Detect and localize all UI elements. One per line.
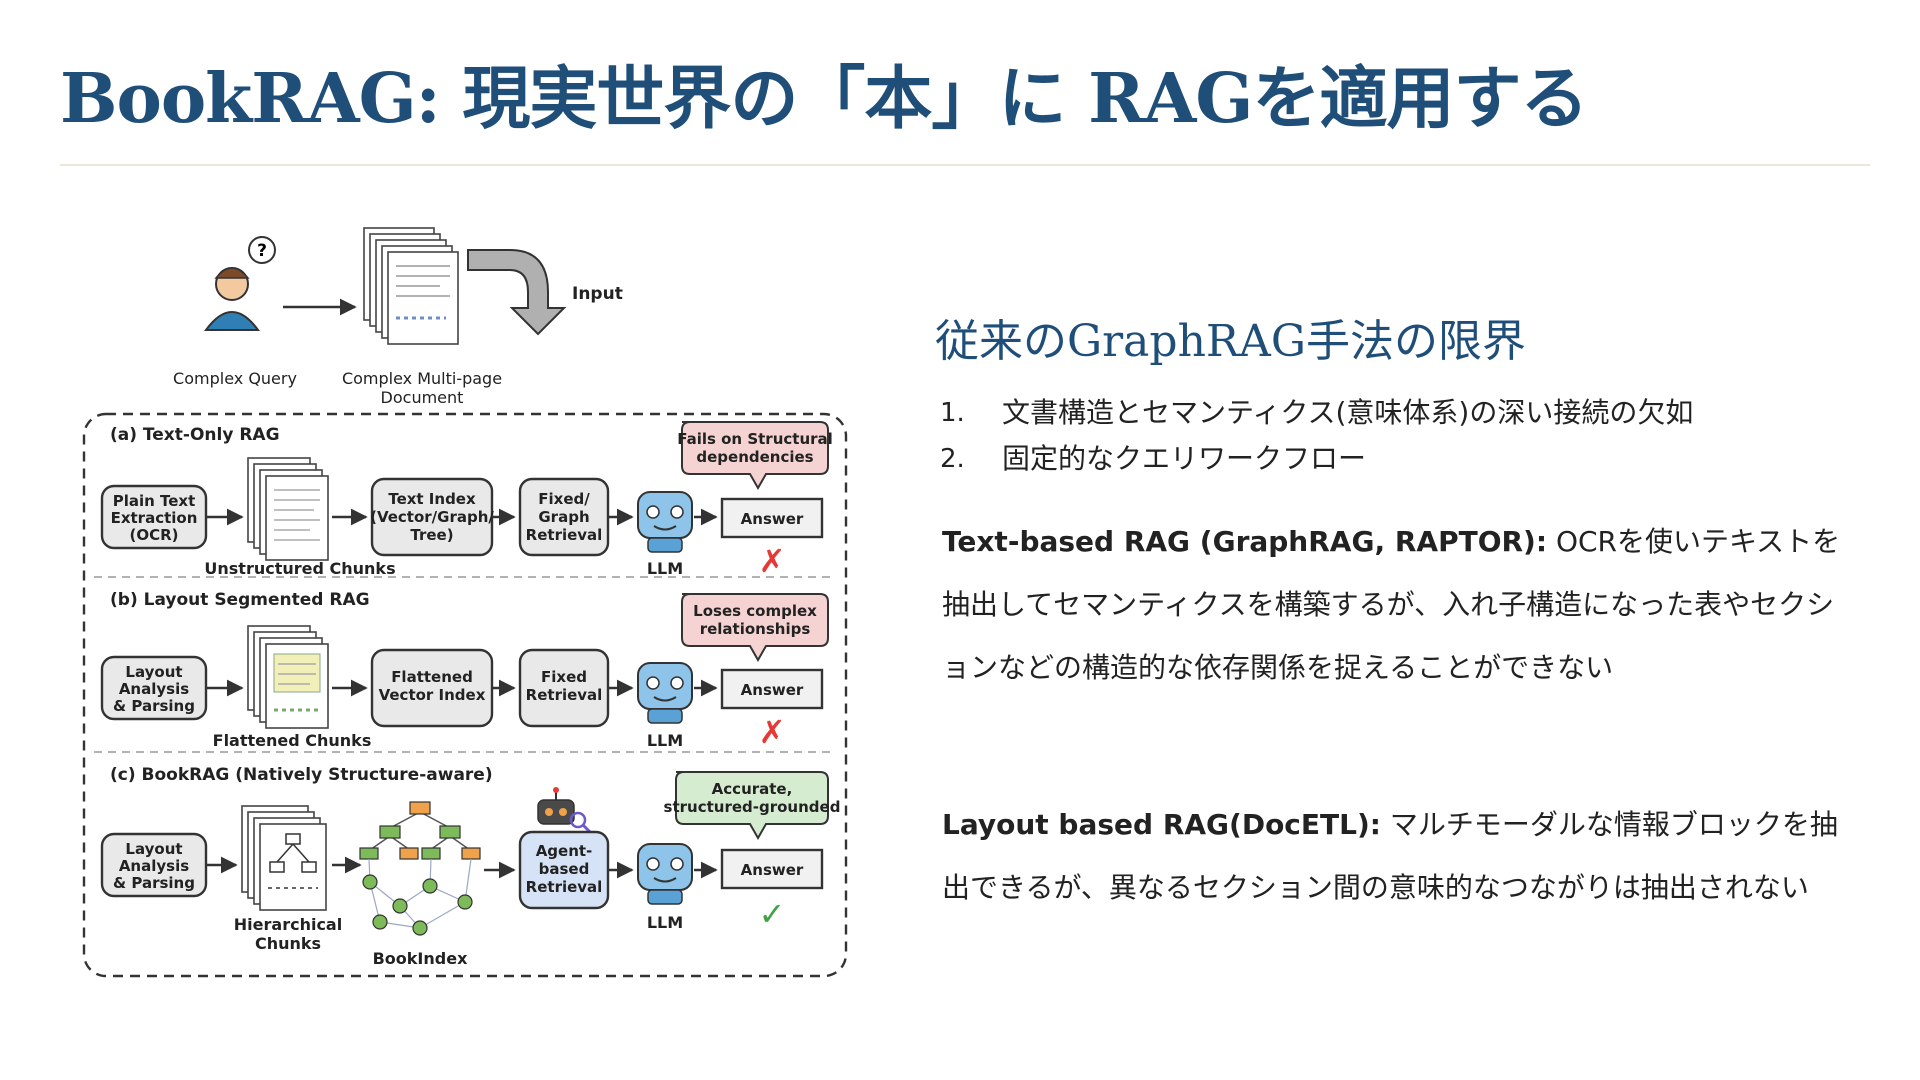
panel-c-bookrag: (c) BookRAG (Natively Structure-aware) L… [100,765,841,968]
panel-c-bubble-line2: structured-grounded [664,798,841,816]
panel-a-step3-line2: Graph [538,508,589,526]
panel-b-step3-line2: Retrieval [526,686,603,704]
panel-b-title: (b) Layout Segmented RAG [110,590,370,610]
panel-c-answer-label: Answer [741,861,804,879]
panel-c-title: (c) BookRAG (Natively Structure-aware) [110,765,493,785]
panel-c-step1-line3: & Parsing [113,874,195,892]
bookindex-tree-icon [359,801,481,936]
panel-a-step2-line3: Tree) [410,526,453,544]
layout-based-rag-lead: Layout based RAG(DocETL): [942,808,1381,841]
query-label: Complex Query [173,369,297,388]
panel-a-step1-line3: (OCR) [129,526,178,544]
layout-based-rag-body: マルチモーダルな情報ブロックを抽出できるが、異なるセクション間の意味的なつながり… [942,808,1838,904]
input-arrow [467,249,567,336]
document-label-2: Document [381,388,464,407]
person-query-icon: ? [204,236,276,331]
list-item-number: 1. [940,398,965,428]
pipelines-frame [82,412,848,978]
panel-b-step1-line1: Layout [125,663,182,681]
panel-c-step3-line1: Agent- [536,842,593,860]
list-item: 2. 固定的なクエリワークフロー [940,436,1840,482]
fail-cross-icon: ✗ [759,542,786,580]
unstructured-chunks-label: Unstructured Chunks [204,559,395,578]
panel-c-llm-label: LLM [647,913,683,932]
panel-c-answer-box [720,848,824,890]
panel-b-fail-bubble [681,593,829,663]
panel-a-llm-label: LLM [647,559,683,578]
panel-a-step1-line2: Extraction [111,509,198,527]
text-based-rag-body: OCRを使いテキストを抽出してセマンティクスを構築するが、入れ子構造になった表や… [942,525,1841,684]
panel-a-step1-line1: Plain Text [113,492,196,510]
bookrag-diagram: ? Complex Query Complex Multi-page Docum… [82,227,848,978]
list-item-number: 2. [940,444,965,474]
panel-a-answer-box [720,497,824,539]
panel-b-step2-line2: Vector Index [379,686,486,704]
flattened-chunks-label: Flattened Chunks [213,731,372,750]
panel-c-success-bubble [675,771,829,841]
panel-b-bubble-line1: Loses complex [693,602,817,620]
title-divider [60,164,1870,166]
slide-title: BookRAG: 現実世界の「本」に RAGを適用する [60,59,1588,139]
panel-b-step3-line1: Fixed [541,668,587,686]
list-item-text: 固定的なクエリワークフロー [1002,442,1367,475]
limitations-list: 1. 文書構造とセマンティクス(意味体系)の深い接続の欠如 2. 固定的なクエリ… [940,390,1840,482]
bookindex-label: BookIndex [373,949,468,968]
hierarchical-chunks-label-1: Hierarchical [234,915,342,934]
list-item: 1. 文書構造とセマンティクス(意味体系)の深い接続の欠如 [940,390,1840,436]
panel-c-step3-line2: based [539,860,590,878]
section-title: 従来のGraphRAG手法の限界 [935,316,1526,367]
llm-robot-icon [637,491,693,553]
flattened-chunks-icon [247,625,329,729]
list-item-text: 文書構造とセマンティクス(意味体系)の深い接続の欠如 [1002,396,1694,429]
panel-a-fail-bubble [681,421,829,491]
text-based-rag-lead: Text-based RAG (GraphRAG, RAPTOR): [942,525,1548,558]
panel-b-bubble-line2: relationships [700,620,811,638]
panel-b-step1-line2: Analysis [119,680,189,698]
panel-b-answer-label: Answer [741,681,804,699]
hierarchical-chunks-label-2: Chunks [255,934,321,953]
success-check-icon: ✓ [759,895,786,933]
panel-b-step1-line3: & Parsing [113,697,195,715]
llm-robot-icon [637,662,693,724]
panel-a-step2-line1: Text Index [388,490,476,508]
text-based-rag-paragraph: Text-based RAG (GraphRAG, RAPTOR): OCRを使… [942,510,1862,699]
panel-c-bubble-line1: Accurate, [712,780,793,798]
panel-b-llm-label: LLM [647,731,683,750]
llm-robot-icon [637,843,693,905]
panel-c-step1-line2: Analysis [119,857,189,875]
input-label: Input [572,284,623,304]
panel-a-answer-label: Answer [741,510,804,528]
panel-a-title: (a) Text-Only RAG [110,425,280,445]
panel-a-step2-line2: (Vector/Graph/ [370,508,494,526]
panel-a-step3-line3: Retrieval [526,526,603,544]
panel-c-step1-line1: Layout [125,840,182,858]
document-stack-icon [363,227,459,345]
panel-c-step3-line3: Retrieval [526,878,603,896]
panel-a-step3-line1: Fixed/ [538,490,590,508]
panel-b-layout-segmented-rag: (b) Layout Segmented RAG Layout Analysis… [100,590,829,751]
fail-cross-icon: ✗ [759,713,786,751]
panel-b-step2-line1: Flattened [391,668,473,686]
svg-text:?: ? [257,241,267,261]
panel-a-bubble-line2: dependencies [696,448,813,466]
agent-robot-icon [537,787,592,834]
hierarchical-chunks-icon [241,805,327,911]
unstructured-chunks-icon [247,457,329,561]
layout-based-rag-paragraph: Layout based RAG(DocETL): マルチモーダルな情報ブロック… [942,793,1862,919]
panel-b-answer-box [720,668,824,710]
panel-a-text-only-rag: (a) Text-Only RAG Plain Text Extraction … [100,421,833,580]
panel-a-bubble-line1: Fails on Structural [677,430,833,448]
document-label-1: Complex Multi-page [342,369,502,388]
